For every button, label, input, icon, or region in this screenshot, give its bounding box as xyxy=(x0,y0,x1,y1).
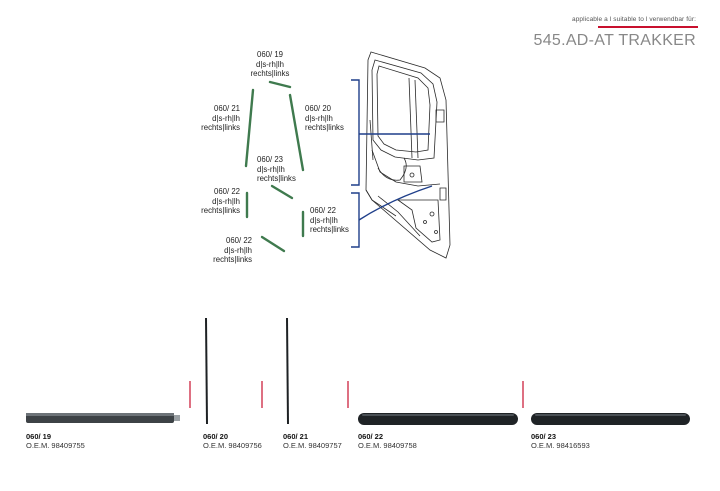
callout-side: d|s-rh|lh xyxy=(257,164,285,174)
callout-060-21: 060/ 21 d|s-rh|lh rechts|links xyxy=(196,104,240,133)
part-code-060-23: 060/ 23 xyxy=(531,432,557,441)
part-code-060-21: 060/ 21 xyxy=(283,432,309,441)
part-photo-060-21 xyxy=(286,317,289,425)
part-code-060-22: 060/ 22 xyxy=(358,432,384,441)
callout-060-22-b: 060/ 22 d|s-rh|lh rechts|links xyxy=(310,206,360,235)
part-code-060-19: 060/ 19 xyxy=(26,432,52,441)
callout-code: 060/ 21 xyxy=(213,104,240,113)
part-oem-060-21: O.E.M. 98409757 xyxy=(283,441,342,450)
callout-lang: rechts|links xyxy=(257,174,296,183)
callout-code: 060/ 22 xyxy=(310,206,337,215)
callout-lang: rechts|links xyxy=(310,225,349,234)
applicable-label: applicable a l suitable to l verwendbar … xyxy=(572,16,696,23)
part-photo-060-19 xyxy=(26,413,180,423)
callout-lang: rechts|links xyxy=(213,255,252,264)
part-oem-060-23: O.E.M. 98416593 xyxy=(531,441,590,450)
callout-code: 060/ 23 xyxy=(257,155,284,164)
part-photo-060-22 xyxy=(358,413,518,425)
callout-060-20: 060/ 20 d|s-rh|lh rechts|links xyxy=(305,104,355,133)
header-red-rule xyxy=(598,26,698,28)
part-oem-060-22: O.E.M. 98409758 xyxy=(358,441,417,450)
callout-side: d|s-rh|lh xyxy=(310,215,338,225)
callout-lang: rechts|links xyxy=(201,206,240,215)
callout-060-22-a: 060/ 22 d|s-rh|lh rechts|links xyxy=(194,187,240,216)
callout-060-23: 060/ 23 d|s-rh|lh rechts|links xyxy=(257,155,307,184)
callout-side: d|s-rh|lh xyxy=(305,113,333,123)
callout-side: d|s-rh|lh xyxy=(212,196,240,206)
callout-lang: rechts|links xyxy=(250,69,290,78)
part-code-060-20: 060/ 20 xyxy=(203,432,229,441)
callout-060-19: 060/ 19 d|s-rh|lh rechts|links xyxy=(248,50,292,79)
callout-code: 060/ 22 xyxy=(225,236,252,245)
red-separators xyxy=(189,381,524,408)
callout-060-22-c: 060/ 22 d|s-rh|lh rechts|links xyxy=(206,236,252,265)
callout-side: d|s-rh|lh xyxy=(224,245,252,255)
callout-code: 060/ 20 xyxy=(305,104,332,113)
callout-code: 060/ 22 xyxy=(213,187,240,196)
part-oem-060-20: O.E.M. 98409756 xyxy=(203,441,262,450)
part-photo-060-20 xyxy=(205,317,208,425)
callout-lang: rechts|links xyxy=(201,123,240,132)
callout-side: d|s-rh|lh xyxy=(212,113,240,123)
exploded-strips xyxy=(244,80,305,253)
part-oem-060-19: O.E.M. 98409755 xyxy=(26,441,85,450)
model-title: 545.AD-AT TRAKKER xyxy=(533,32,696,49)
brackets xyxy=(351,79,433,248)
part-photo-060-23 xyxy=(531,413,690,425)
callout-side: d|s-rh|lh xyxy=(256,59,284,69)
callout-lang: rechts|links xyxy=(305,123,344,132)
callout-code: 060/ 19 xyxy=(256,50,283,59)
door-drawing xyxy=(365,51,451,259)
